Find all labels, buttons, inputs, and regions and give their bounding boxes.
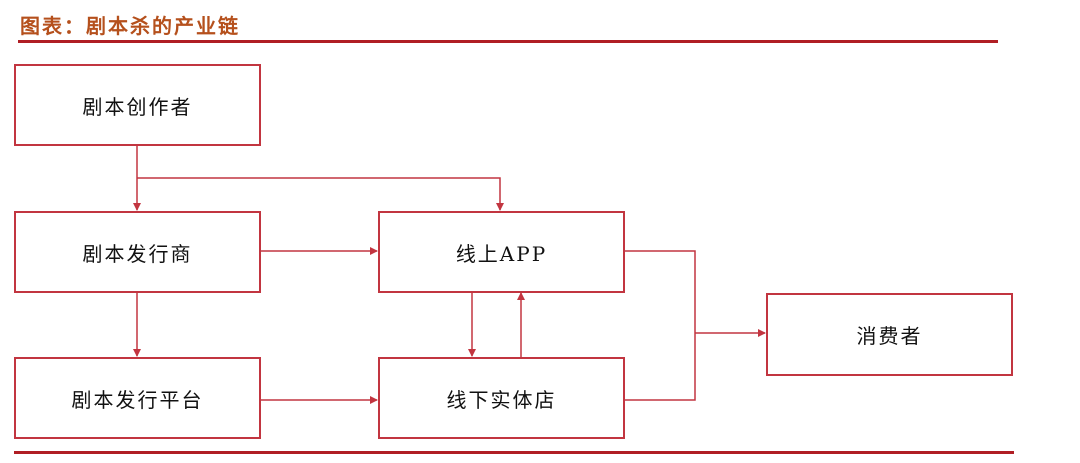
node-publisher: 剧本发行商 <box>14 211 261 293</box>
node-offline-store: 线下实体店 <box>378 357 625 439</box>
connector-app-right <box>624 250 696 401</box>
node-consumer: 消费者 <box>766 293 1013 376</box>
figure-title: 图表：剧本杀的产业链 <box>20 14 240 38</box>
node-creator: 剧本创作者 <box>14 64 261 146</box>
node-online-app: 线上APP <box>378 211 625 293</box>
arrow-creator-to-app <box>137 177 504 211</box>
title-underline <box>18 40 998 43</box>
node-platform: 剧本发行平台 <box>14 357 261 439</box>
bottom-rule <box>14 451 1014 454</box>
